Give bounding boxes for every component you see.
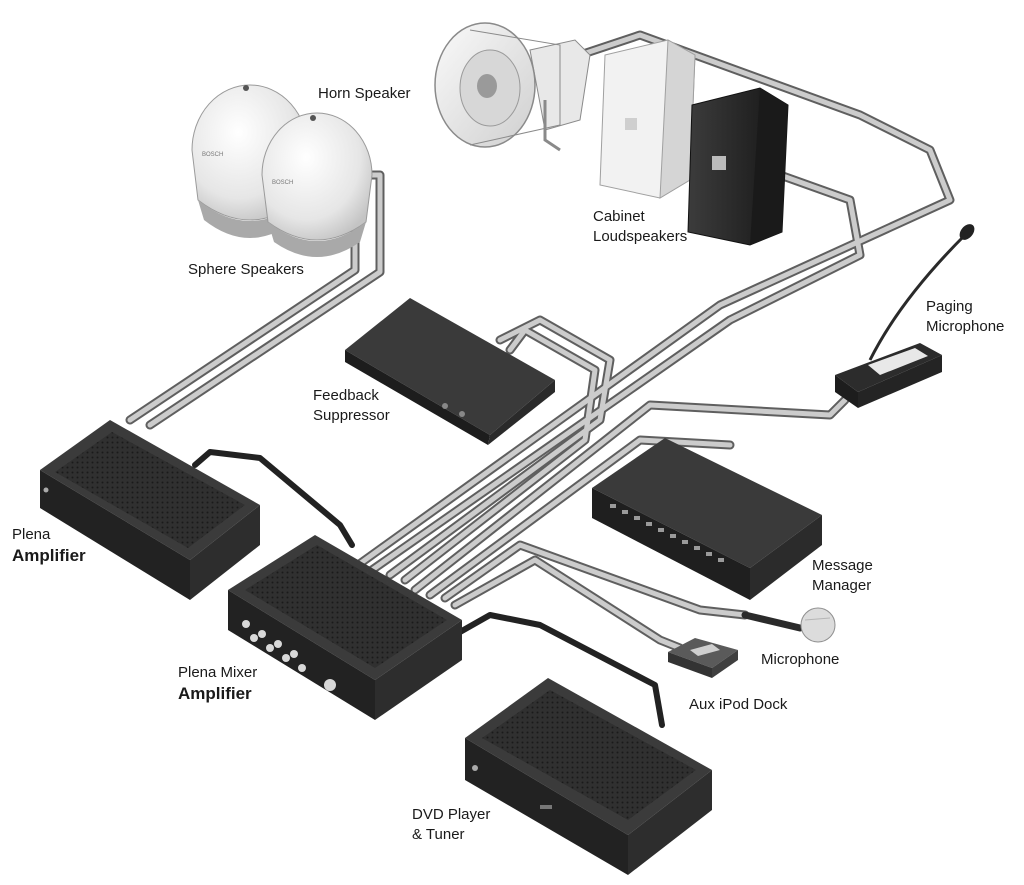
cable-dvd-link bbox=[457, 612, 665, 728]
sphere-speakers-text: Sphere Speakers bbox=[188, 261, 304, 278]
plena-mixer-amplifier-label: Plena Mixer Amplifier bbox=[178, 663, 257, 704]
microphone-label: Microphone bbox=[761, 650, 839, 670]
dvd-player-tuner-label: DVD Player & Tuner bbox=[412, 805, 490, 845]
feedback-line2: Suppressor bbox=[313, 407, 390, 424]
dvd-line1: DVD Player bbox=[412, 806, 491, 823]
paging-microphone-label: Paging Microphone bbox=[926, 297, 1004, 337]
message-manager-label: Message Manager bbox=[812, 556, 873, 596]
horn-speaker-label: Horn Speaker bbox=[318, 84, 411, 104]
aux-ipod-dock bbox=[668, 638, 738, 678]
plena-amp-line1: Plena bbox=[12, 526, 51, 543]
aux-ipod-dock-label: Aux iPod Dock bbox=[689, 695, 787, 715]
cable-group bbox=[125, 30, 955, 728]
sphere-speakers: BOSCH BOSCH bbox=[191, 84, 373, 257]
mixer-line1: Plena Mixer bbox=[178, 664, 258, 681]
cabinet-line2: Loudspeakers bbox=[593, 228, 688, 245]
cabinet-line1: Cabinet bbox=[593, 208, 645, 225]
svg-text:BOSCH: BOSCH bbox=[202, 152, 223, 158]
plena-amplifier-label: Plena Amplifier bbox=[12, 525, 86, 566]
plena-amplifier bbox=[40, 420, 260, 600]
message-line2: Manager bbox=[812, 577, 872, 594]
sphere-speakers-label: Sphere Speakers bbox=[188, 260, 304, 280]
horn-speaker bbox=[434, 22, 591, 152]
horn-speaker-text: Horn Speaker bbox=[318, 85, 411, 102]
paging-line1: Paging bbox=[926, 298, 973, 315]
paging-microphone bbox=[835, 224, 975, 408]
message-line1: Message bbox=[812, 557, 873, 574]
dvd-line2: & Tuner bbox=[412, 826, 465, 843]
feedback-suppressor bbox=[345, 298, 555, 445]
feedback-line1: Feedback bbox=[313, 387, 379, 404]
ipod-dock-text: Aux iPod Dock bbox=[689, 696, 788, 713]
mixer-line2: Amplifier bbox=[178, 684, 252, 703]
plena-amp-line2: Amplifier bbox=[12, 546, 86, 565]
feedback-suppressor-label: Feedback Suppressor bbox=[313, 386, 390, 426]
handheld-microphone bbox=[741, 607, 836, 643]
cabinet-speaker-white bbox=[599, 39, 696, 199]
microphone-text: Microphone bbox=[761, 651, 840, 668]
sphere-speaker-front: BOSCH bbox=[261, 112, 373, 257]
dvd-player-tuner bbox=[465, 678, 712, 875]
message-manager bbox=[592, 438, 822, 600]
cabinet-loudspeakers bbox=[599, 39, 789, 246]
plena-mixer-amplifier bbox=[228, 535, 462, 720]
paging-line2: Microphone bbox=[926, 318, 1005, 335]
svg-text:BOSCH: BOSCH bbox=[272, 180, 293, 186]
cabinet-loudspeakers-label: Cabinet Loudspeakers bbox=[593, 207, 687, 247]
cabinet-speaker-black bbox=[687, 87, 789, 246]
cable-ipod bbox=[450, 555, 685, 653]
cable-amp-link bbox=[192, 449, 355, 548]
